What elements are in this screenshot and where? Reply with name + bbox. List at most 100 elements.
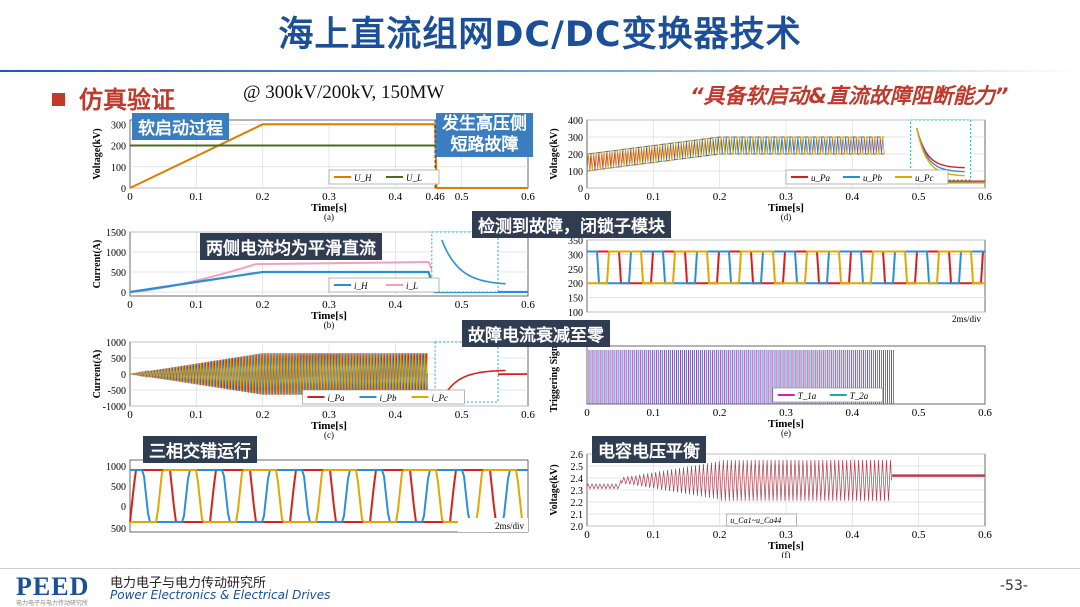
legend-box [328,169,440,185]
legend-label: u_Pc [915,173,934,183]
chart-caption: (b) [324,320,335,330]
y-tick-label: 150 [568,294,583,305]
x-tick-label: 0.2 [713,191,727,203]
x-axis-label: Time[s] [311,420,347,432]
x-tick-label: 0 [584,529,590,541]
y-tick-label: 350 [568,236,583,247]
x-tick-label: 0.5 [912,529,926,541]
x-tick-label: 0.5 [455,299,469,311]
x-tick-label: 0.6 [978,407,992,419]
chart-caption: (a) [324,212,334,222]
chart-caption: (c) [324,430,334,440]
x-tick-label: 0 [584,191,590,203]
y-tick-label: 300 [111,120,126,131]
x-axis-label: Time[s] [768,418,804,430]
footer-divider [0,568,1080,569]
x-tick-label: 0.2 [713,529,727,541]
logo-subtext: 电力电子与电力传动研究所 [16,601,89,607]
footer-institute-en: Power Electronics & Electrical Drives [110,588,331,602]
y-tick-label: 0 [121,370,126,381]
x-tick-label: 0.4 [845,407,859,419]
x-tick-label: 0.1 [189,191,203,203]
zoom-curve-u_Pb [916,127,965,173]
y-tick-label: 200 [568,150,583,161]
legend-label: U_H [354,173,372,183]
y-tick-label: 0 [121,502,126,513]
y-tick-label: 1000 [106,338,126,349]
legend-label: i_L [406,281,418,291]
y-tick-label: 300 [568,133,583,144]
legend-label: i_H [354,281,368,291]
x-tick-label: 0.3 [779,191,793,203]
time-scale-label: 2ms/div [495,521,525,531]
y-tick-label: 0 [578,184,583,195]
series-line-u_Pa [586,136,885,172]
y-tick-label: 2.0 [571,522,584,533]
x-tick-label: 0.5 [912,407,926,419]
y-tick-label: 2.5 [571,462,584,473]
legend-label: i_Pc [431,393,448,403]
legend-label: i_Pb [379,393,396,403]
zoom-decay-curve [441,239,506,285]
legend-box [328,277,440,293]
annotation-hv-fault: 发生高压侧 短路故障 [436,113,533,157]
scale-box [458,518,528,532]
y-tick-label: 300 [568,250,583,261]
y-tick-label: 200 [111,142,126,153]
x-axis-label: Time[s] [768,540,804,552]
y-tick-label: 2.4 [571,474,584,485]
time-scale-label: 2ms/div [952,314,982,324]
y-tick-label: 0 [121,184,126,195]
y-tick-label: 100 [568,308,583,319]
x-tick-label: 0.1 [189,409,203,421]
y-tick-label: 2.1 [571,510,584,521]
y-tick-label: 1000 [106,462,126,473]
x-tick-label: 0.1 [646,191,660,203]
section-heading: 仿真验证 [52,80,175,115]
x-tick-label: 0.1 [646,529,660,541]
phase-current-1 [130,469,528,523]
series-line-u_Pc [586,136,885,172]
x-tick-label: 0.4 [845,529,859,541]
legend-label: u_Pb [863,173,882,183]
chart-caption: (d) [781,212,792,222]
y-tick-label: -1000 [103,402,126,413]
legend-label: u_Ca1~u_Ca44 [730,516,781,525]
y-tick-label: 2.6 [571,450,584,461]
y-tick-label: 0 [121,288,126,299]
x-tick-label: 0.4 [388,409,402,421]
legend-label: T_1a [798,391,817,401]
x-tick-label: 0 [127,191,133,203]
x-tick-label: 0.6 [521,191,535,203]
y-tick-label: 2.3 [571,486,584,497]
section-label: 仿真验证 [79,86,175,114]
x-tick-label: 0.2 [256,409,270,421]
legend-box [302,389,465,405]
page-title: 海上直流组网DC/DC变换器技术 [278,15,802,55]
zoom-voltage-0 [587,250,985,285]
x-tick-label: 0.2 [256,299,270,311]
x-tick-label: 0 [584,407,590,419]
x-axis-label: Time[s] [311,202,347,214]
y-axis-label: Current(A) [92,350,103,399]
x-axis-label: Time[s] [768,202,804,214]
y-tick-label: 100 [111,163,126,174]
legend-box [726,513,797,527]
x-tick-label: 0.1 [189,299,203,311]
x-tick-label: 0.5 [455,191,469,203]
x-tick-label: 0.5 [455,409,469,421]
zoom-voltage-2 [587,250,985,285]
x-tick-label: 0.4 [388,299,402,311]
y-tick-label: 500 [111,268,126,279]
x-tick-label: 0.5 [912,191,926,203]
slogan: “具备软启动&直流故障阻断能力” [690,84,1009,108]
y-axis-label: Triggering Signal [549,338,560,413]
plot-frame [129,459,529,533]
